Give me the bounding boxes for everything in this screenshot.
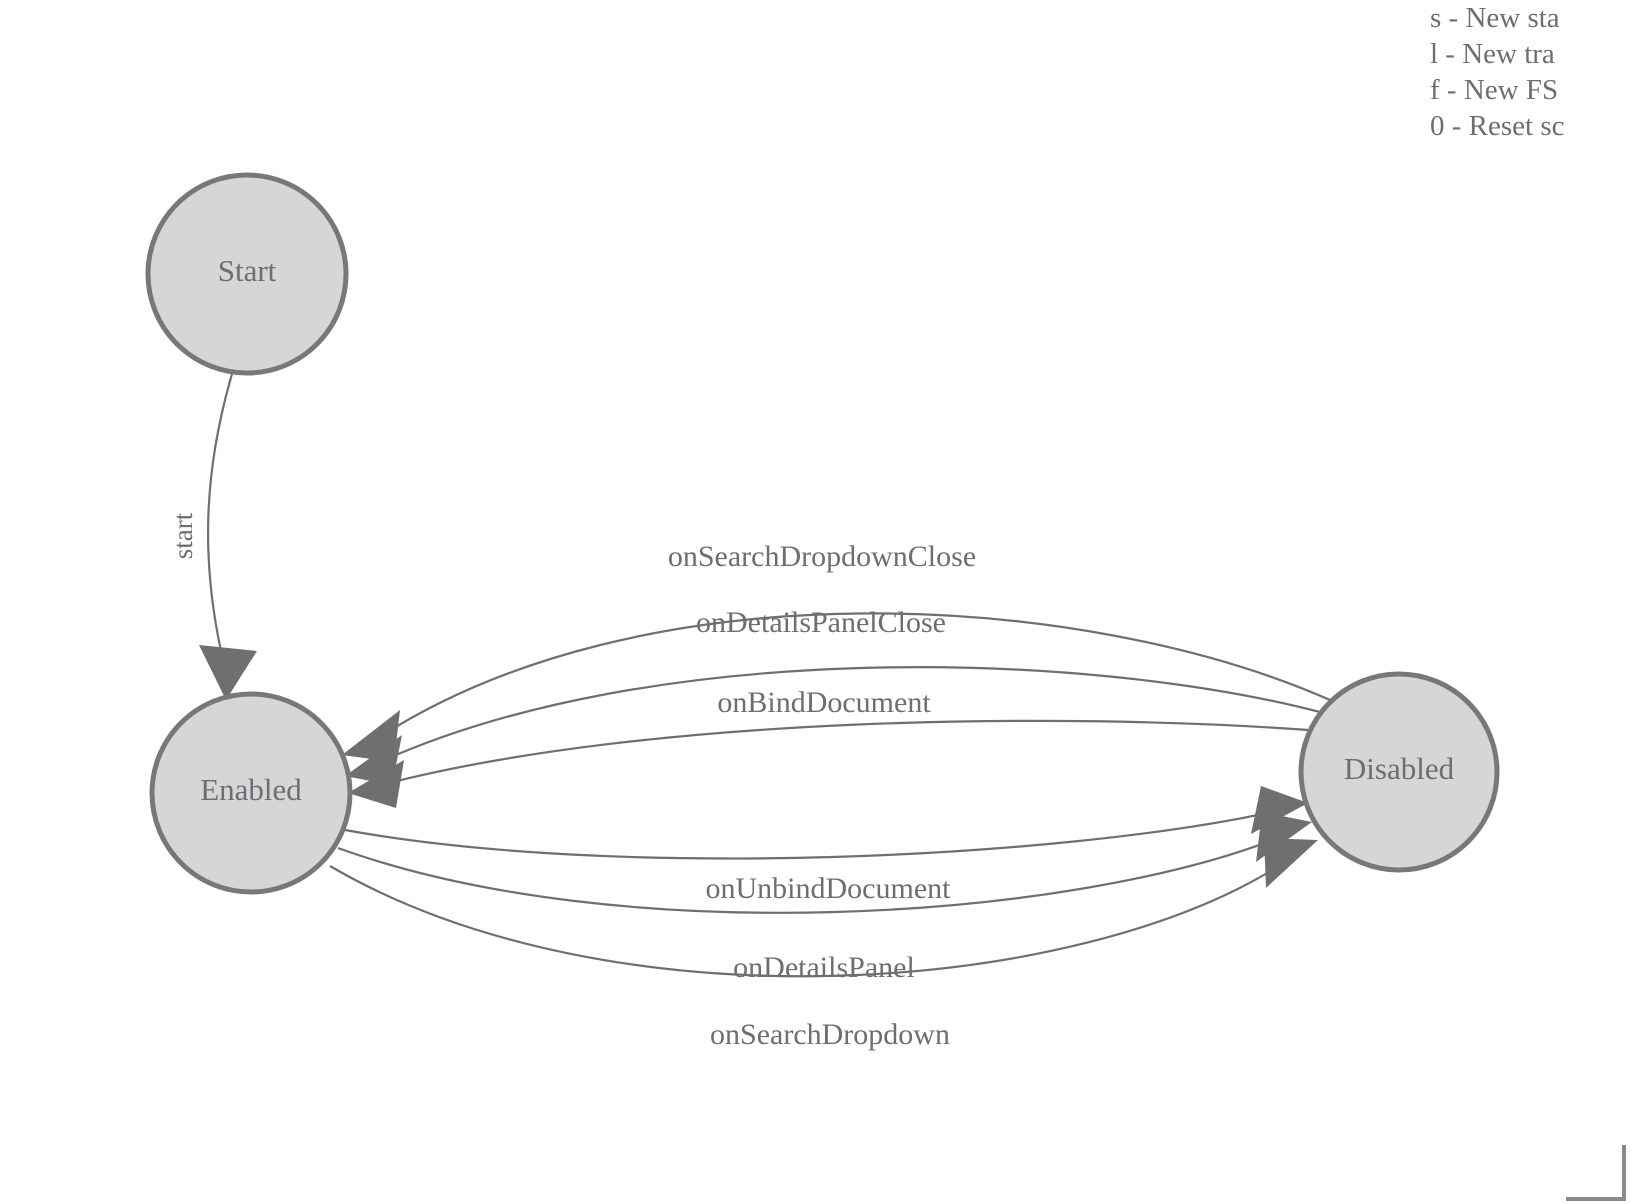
edge-path-on-search-dropdown[interactable] <box>329 861 1286 978</box>
state-node-enabled-circle[interactable] <box>149 691 353 895</box>
transition-on-bind-document[interactable]: onBindDocument <box>348 686 1309 808</box>
corner-handle-vertical-bar <box>1622 1145 1626 1201</box>
help-line-new-state: s - New sta <box>1430 2 1560 34</box>
help-line-reset: 0 - Reset sc <box>1430 110 1565 142</box>
edge-label-on-search-dropdown: onSearchDropdown <box>710 1018 950 1051</box>
state-node-start[interactable]: Start <box>145 172 349 376</box>
transition-on-unbind-document[interactable]: onUnbindDocument <box>344 786 1308 905</box>
edge-path-on-details-panel-close[interactable] <box>379 666 1321 764</box>
edge-label-start: start <box>168 512 198 559</box>
state-node-disabled-label: Disabled <box>1344 751 1455 786</box>
edge-label-on-unbind-document: onUnbindDocument <box>706 872 952 905</box>
edge-label-on-search-dropdown-close: onSearchDropdownClose <box>668 540 976 573</box>
edge-path-start[interactable] <box>206 373 234 661</box>
edge-path-on-details-panel[interactable] <box>337 836 1279 914</box>
state-node-enabled-label: Enabled <box>200 772 302 807</box>
help-shortcuts-overlay: s - New sta l - New tra f - New FS 0 - R… <box>1430 0 1632 144</box>
arrowhead-on-bind-document <box>348 760 404 808</box>
edge-path-on-bind-document[interactable] <box>384 719 1309 786</box>
transition-on-search-dropdown[interactable]: onSearchDropdown <box>329 838 1318 1051</box>
state-node-disabled[interactable]: Disabled <box>1298 671 1500 873</box>
state-node-start-circle[interactable] <box>145 172 349 376</box>
help-line-new-transition: l - New tra <box>1430 38 1555 70</box>
state-node-start-label: Start <box>218 253 277 288</box>
edge-label-on-details-panel: onDetailsPanel <box>733 951 915 984</box>
edge-label-on-bind-document: onBindDocument <box>717 686 931 719</box>
arrowhead-start <box>199 645 257 700</box>
state-node-enabled[interactable]: Enabled <box>149 691 353 895</box>
transition-on-search-dropdown-close[interactable]: onSearchDropdownClose <box>342 540 1331 762</box>
arrowhead-on-search-dropdown <box>1264 838 1318 888</box>
state-node-disabled-circle[interactable] <box>1298 671 1500 873</box>
edge-path-on-unbind-document[interactable] <box>344 810 1273 860</box>
edge-path-on-search-dropdown-close[interactable] <box>374 612 1331 741</box>
resize-corner-handle[interactable] <box>1566 1145 1632 1201</box>
edge-label-on-details-panel-close: onDetailsPanelClose <box>696 606 946 639</box>
transition-start[interactable]: start <box>168 373 257 700</box>
help-line-new-fsm: f - New FS <box>1430 74 1559 106</box>
corner-handle-horizontal-bar <box>1566 1197 1626 1201</box>
